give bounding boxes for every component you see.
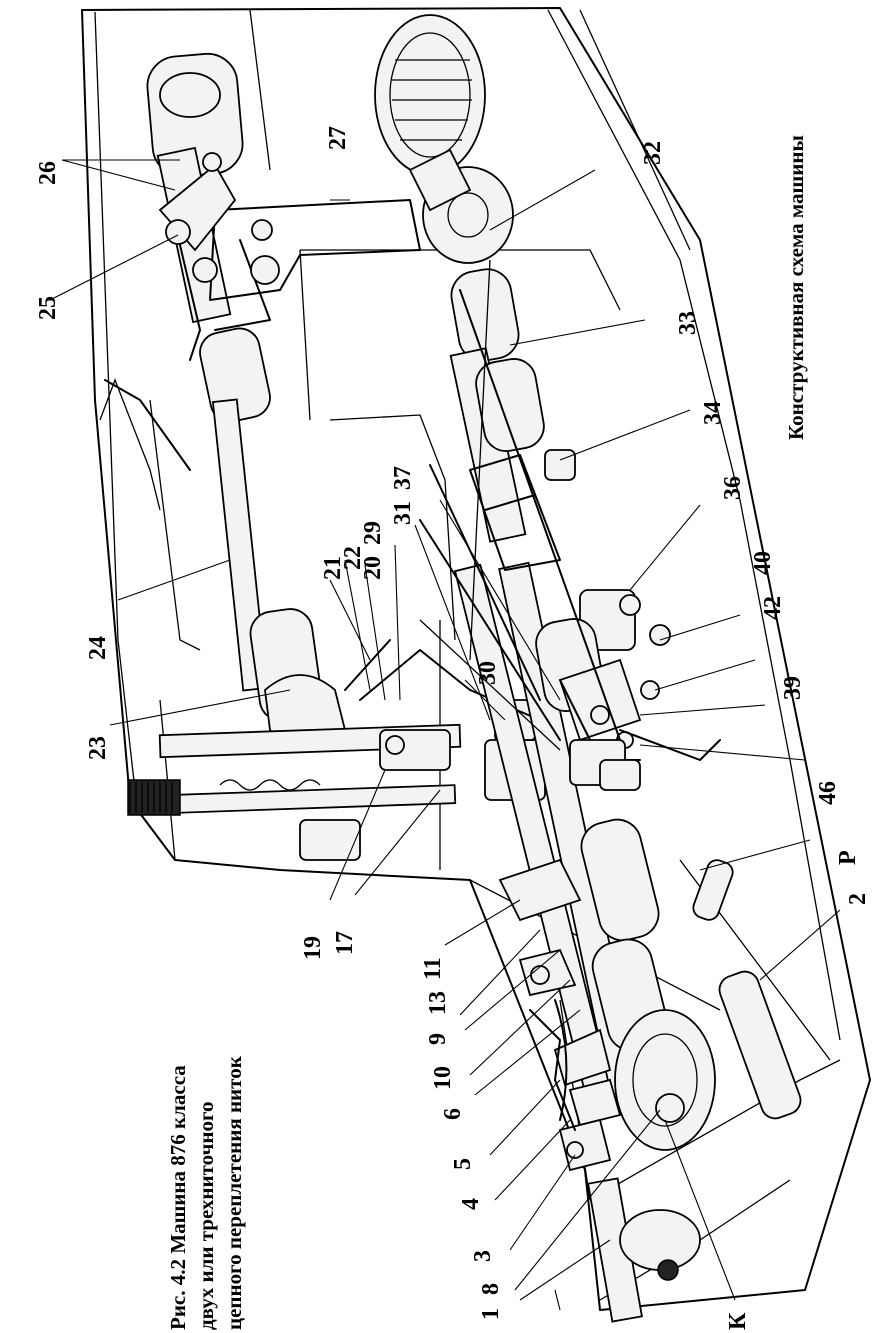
caption-line-3: цепного переплетения ниток [222, 1055, 246, 1330]
label-20: 20 [360, 556, 386, 580]
label-P: Р [835, 850, 861, 865]
label-31: 31 [390, 501, 416, 525]
label-9: 9 [425, 1033, 451, 1045]
label-K: К [725, 1312, 751, 1330]
crank-mechanism [99, 152, 237, 511]
label-36: 36 [720, 476, 746, 500]
caption-line-2: двух или трехниточного [194, 1101, 218, 1330]
label-26: 26 [35, 161, 61, 185]
label-3: 3 [470, 1250, 496, 1262]
leader-lines [49, 159, 841, 1311]
handwheel [374, 14, 545, 543]
label-34: 34 [700, 401, 726, 425]
label-29: 29 [360, 521, 386, 545]
feed-linkage [498, 858, 622, 1172]
label-33: 33 [675, 311, 701, 335]
label-13: 13 [425, 991, 451, 1015]
side-title: Конструктивная схема машины [784, 135, 808, 440]
label-22: 22 [340, 546, 366, 570]
label-11: 11 [420, 957, 446, 980]
lower-shafts [453, 561, 802, 1323]
label-10: 10 [430, 1066, 456, 1090]
label-5: 5 [450, 1158, 476, 1170]
upper-shaft [146, 52, 347, 746]
figure-caption: Рис. 4.2 Машина 876 класса двух или трех… [166, 1055, 246, 1330]
label-19: 19 [300, 936, 326, 960]
label-21: 21 [320, 556, 346, 580]
label-6: 6 [440, 1108, 466, 1120]
label-24: 24 [85, 636, 111, 660]
label-39: 39 [780, 676, 806, 700]
label-4: 4 [458, 1198, 484, 1210]
label-46: 46 [815, 781, 841, 805]
label-32: 32 [640, 141, 666, 165]
label-25: 25 [35, 296, 61, 320]
label-27: 27 [325, 126, 351, 150]
looper-mechanism [419, 259, 721, 791]
frame-link [209, 199, 421, 331]
label-42: 42 [760, 596, 786, 620]
label-17: 17 [332, 931, 358, 955]
caption-line-1: Рис. 4.2 Машина 876 класса [166, 1065, 190, 1330]
label-37: 37 [390, 466, 416, 490]
label-2: 2 [845, 893, 871, 905]
label-40: 40 [750, 551, 776, 575]
label-1: 1 [478, 1308, 504, 1320]
label-30: 30 [475, 661, 501, 685]
label-8: 8 [478, 1283, 504, 1295]
label-23: 23 [85, 736, 111, 760]
part-labels: 26 25 27 32 33 34 36 40 42 39 46 Р 2 24 … [35, 126, 871, 1330]
